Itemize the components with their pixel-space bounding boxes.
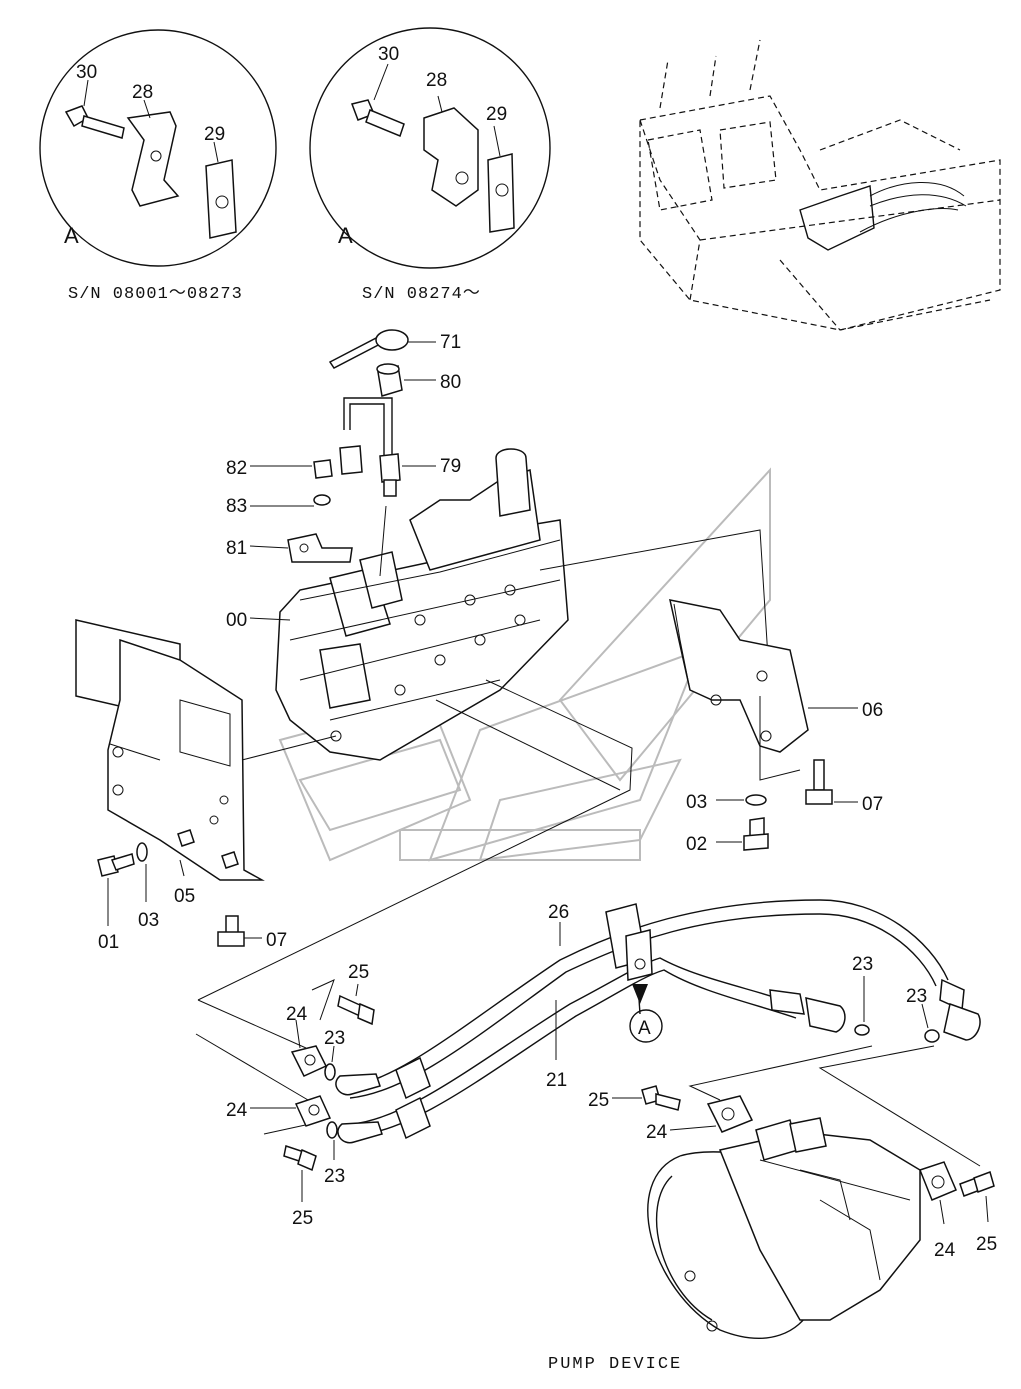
bolt-25-top — [337, 994, 375, 1026]
control-valve-00 — [275, 448, 569, 761]
callout-23-top: 23 — [324, 1028, 345, 1049]
flange-24-pump — [706, 1095, 754, 1133]
oring-23-top — [324, 1063, 336, 1081]
callout-23-mid: 23 — [324, 1166, 345, 1187]
detail-circle-left: 30 28 29 A — [39, 29, 277, 267]
bolt-25-right — [959, 1171, 995, 1197]
callout-23-r1: 23 — [852, 954, 873, 975]
callout-25-pump: 25 — [588, 1090, 609, 1111]
oring-23-mid — [326, 1121, 338, 1139]
bracket-06 — [669, 599, 809, 753]
serial-range-right: S/N 08274～ — [362, 285, 481, 304]
bolt-25-pump — [641, 1085, 681, 1111]
clamp-28-left — [126, 111, 180, 207]
callout-25-bottom: 25 — [292, 1208, 313, 1229]
callout-83: 83 — [226, 496, 247, 517]
callout-21: 21 — [546, 1070, 567, 1091]
callout-28-right: 28 — [426, 70, 447, 91]
excavator-location-view — [639, 39, 1001, 331]
bolt-07-left — [217, 915, 245, 947]
oring-83 — [313, 494, 331, 506]
plug-82 — [313, 459, 333, 479]
cable-tie-71 — [328, 329, 409, 369]
watermark-logo — [278, 467, 771, 862]
callout-24-top: 24 — [286, 1004, 308, 1025]
callout-81: 81 — [226, 538, 247, 559]
view-marker-circle — [629, 1009, 663, 1043]
flange-24-top — [290, 1045, 328, 1077]
view-marker-a: A — [638, 1018, 651, 1039]
flange-24-mid — [294, 1095, 332, 1127]
callout-03-left: 03 — [138, 910, 159, 931]
washer-03-left — [136, 842, 148, 862]
washer-03-right — [745, 794, 767, 806]
callout-00: 00 — [226, 610, 247, 631]
plate-05 — [75, 619, 265, 881]
sensor-harness — [339, 397, 401, 497]
pump-device — [647, 1117, 921, 1339]
callout-06: 06 — [862, 700, 883, 721]
callout-24-pump: 24 — [646, 1122, 668, 1143]
callout-24-right: 24 — [934, 1240, 956, 1261]
callout-29-right: 29 — [486, 104, 507, 125]
callout-28-left: 28 — [132, 82, 153, 103]
bolt-01 — [97, 853, 135, 877]
plate-29-left — [205, 159, 237, 239]
callout-29-left: 29 — [204, 124, 225, 145]
view-label-a-left: A — [64, 223, 79, 248]
callout-03-right: 03 — [686, 792, 707, 813]
bolt-25-bottom — [283, 1145, 317, 1172]
bolt-30-right — [351, 99, 405, 137]
callout-02: 02 — [686, 834, 707, 855]
callout-01: 01 — [98, 932, 119, 953]
detail-circle-right: 30 28 29 A — [309, 27, 551, 269]
callout-25-top: 25 — [348, 962, 369, 983]
callout-80: 80 — [440, 372, 461, 393]
callout-26: 26 — [548, 902, 569, 923]
view-label-a-right: A — [338, 223, 353, 248]
bolt-07-right — [805, 759, 833, 805]
view-arrow — [632, 984, 648, 1004]
callout-07-right: 07 — [862, 794, 883, 815]
callout-82: 82 — [226, 458, 247, 479]
bracket-81 — [287, 533, 353, 563]
hoses — [335, 899, 981, 1144]
callout-71: 71 — [440, 332, 461, 353]
clamp-28-right — [423, 107, 479, 207]
bolt-02 — [743, 817, 769, 851]
oring-23-r2 — [924, 1029, 940, 1043]
pump-device-caption: PUMP DEVICE — [548, 1355, 682, 1374]
callout-25-right: 25 — [976, 1234, 997, 1255]
callout-24-mid: 24 — [226, 1100, 248, 1121]
oring-23-r1 — [854, 1024, 870, 1036]
bolt-30-left — [64, 105, 125, 139]
callout-30-right: 30 — [378, 44, 399, 65]
flange-24-right — [919, 1161, 957, 1201]
plate-29-right — [487, 153, 515, 233]
callout-07-left: 07 — [266, 930, 287, 951]
callout-30-left: 30 — [76, 62, 97, 83]
cap-80 — [376, 363, 403, 397]
callout-79: 79 — [440, 456, 461, 477]
serial-range-left: S/N 08001～08273 — [68, 285, 243, 304]
callout-23-r2: 23 — [906, 986, 927, 1007]
callout-05: 05 — [174, 886, 195, 907]
